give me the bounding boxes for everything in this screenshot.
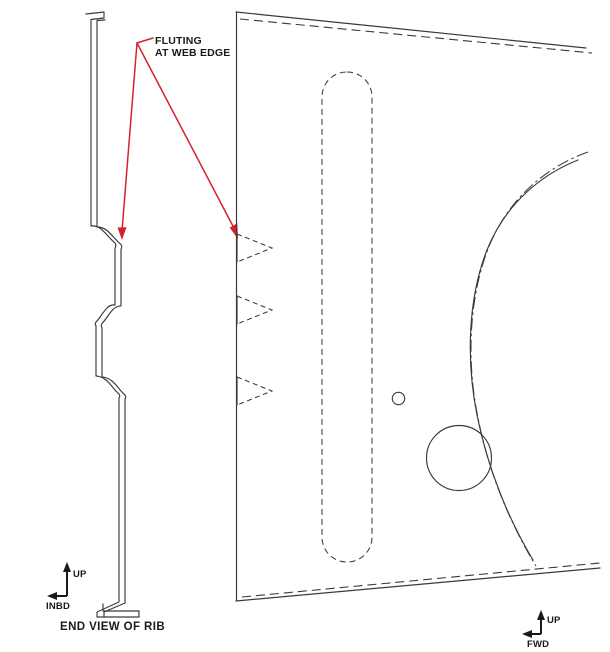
rib-large-hole	[425, 424, 493, 492]
rib-top-edge	[235, 11, 587, 49]
rib-bottom-edge-hidden	[241, 562, 601, 598]
rib-section-inner-contour	[96, 19, 127, 618]
rib-hidden-slot	[321, 71, 373, 563]
right-axis-indicator: UP FWD	[522, 610, 561, 650]
fluting-callout-group: FLUTING AT WEB EDGE	[117, 35, 238, 240]
rib-large-arc	[469, 159, 579, 561]
callout-label-line1: FLUTING	[155, 35, 202, 47]
rib-bottom-edge	[235, 567, 601, 602]
left-end-view-of-rib	[85, 11, 140, 618]
callout-leader-stub	[136, 37, 154, 44]
rib-fluting-tabs	[236, 233, 274, 406]
rib-hidden-arc	[470, 151, 589, 567]
right-main-rib-view	[235, 11, 601, 602]
left-view-caption: END VIEW OF RIB	[60, 621, 165, 633]
left-axis-up-arrowhead	[63, 562, 71, 572]
rib-fluting-tab-2	[236, 295, 274, 325]
right-axis-up-arrowhead	[537, 610, 545, 620]
left-axis-up-label: UP	[73, 569, 87, 580]
rib-small-hole	[391, 391, 406, 406]
callout-arrowhead-left	[117, 227, 127, 240]
left-axis-inbd-arrowhead	[47, 592, 57, 600]
rib-fluting-tab-3	[236, 376, 274, 406]
rib-fluting-tab-1	[236, 233, 274, 263]
rib-section-outer-contour	[85, 11, 140, 618]
callout-leader-right	[136, 42, 236, 231]
right-axis-up-label: UP	[547, 615, 561, 626]
right-axis-fwd-label: FWD	[527, 639, 549, 650]
left-axis-indicator: UP INBD	[46, 562, 87, 612]
left-axis-inbd-label: INBD	[46, 601, 70, 612]
right-axis-fwd-arrowhead	[522, 630, 532, 638]
callout-label-line2: AT WEB EDGE	[155, 47, 231, 59]
callout-leader-left	[121, 42, 138, 232]
rib-top-edge-hidden	[239, 18, 593, 54]
